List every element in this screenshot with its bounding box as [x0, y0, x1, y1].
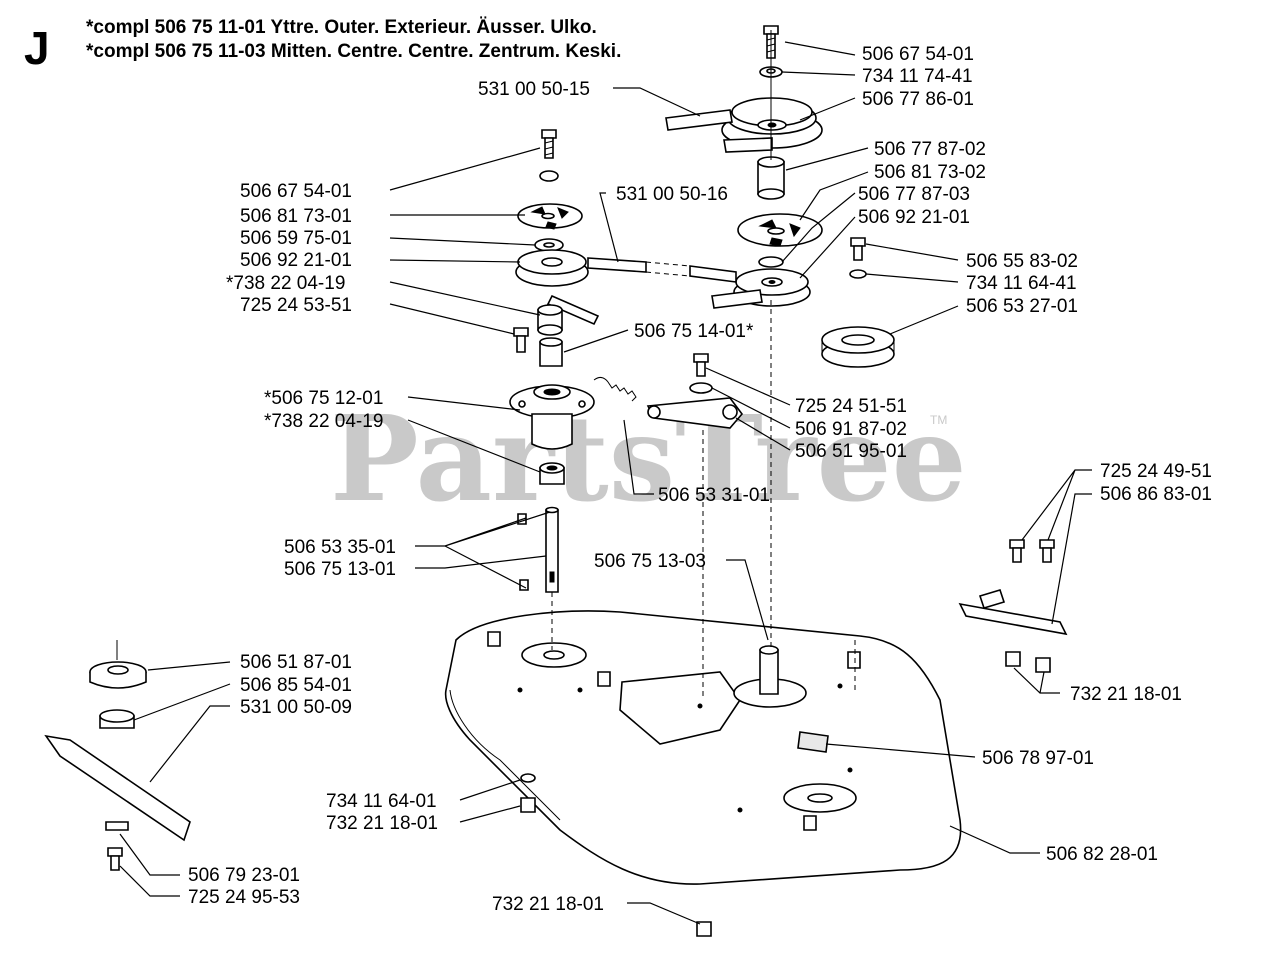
blade-adapter-icon: [89, 661, 147, 689]
right-washer-icon: [849, 269, 867, 279]
part-label[interactable]: *506 75 12-01: [264, 388, 383, 409]
part-label[interactable]: 506 53 35-01: [284, 537, 396, 558]
bracket-icon: [958, 589, 1068, 636]
part-label[interactable]: 734 11 64-41: [966, 273, 1077, 294]
small-bolt-icon: [513, 327, 529, 353]
part-label[interactable]: 506 51 87-01: [240, 652, 352, 673]
section-letter: J: [24, 22, 50, 74]
part-label[interactable]: 506 92 21-01: [858, 207, 970, 228]
part-label[interactable]: 725 24 53-51: [240, 295, 352, 316]
belt-middle-right-icon: [689, 265, 737, 283]
idler-arm-icon: [646, 397, 744, 429]
left-pulley-icon: [515, 249, 589, 287]
part-labels: 506 67 54-01 734 11 74-41 531 00 50-15 5…: [188, 44, 1212, 915]
part-label[interactable]: 506 53 27-01: [966, 296, 1078, 317]
part-label[interactable]: 506 75 13-01: [284, 559, 396, 580]
blade-hub-icon: [99, 709, 135, 729]
part-label[interactable]: 506 67 54-01: [240, 181, 352, 202]
part-label[interactable]: 506 79 23-01: [188, 865, 300, 886]
idler-bolt-icon: [693, 353, 709, 377]
left-bearing-lower-icon: [537, 304, 563, 336]
blade-icon: [44, 734, 191, 842]
drawings: [44, 25, 1068, 937]
left-washer-icon: [539, 170, 559, 182]
bearing-housing-icon: [509, 384, 595, 450]
part-label[interactable]: *738 22 04-19: [264, 411, 383, 432]
fan-right-icon: [737, 213, 823, 247]
part-label[interactable]: 531 00 50-15: [478, 79, 590, 100]
left-bolt-icon: [541, 129, 557, 159]
blade-washer-icon: [105, 821, 129, 831]
part-label[interactable]: 506 75 13-03: [594, 551, 706, 572]
watermark-tm: TM: [930, 413, 947, 427]
assembly-title-centre: *compl 506 75 11-03 Mitten. Centre. Cent…: [86, 41, 621, 62]
bearing-right-icon: [758, 256, 784, 268]
part-label[interactable]: 506 55 83-02: [966, 251, 1078, 272]
part-label[interactable]: 506 91 87-02: [795, 419, 907, 440]
part-label[interactable]: 506 51 95-01: [795, 441, 907, 462]
lower-bearing-icon: [539, 462, 565, 485]
part-label[interactable]: 506 85 54-01: [240, 675, 352, 696]
blade-bolt-icon: [107, 847, 123, 871]
part-label[interactable]: 506 86 83-01: [1100, 484, 1212, 505]
left-spacer-icon: [539, 337, 563, 367]
part-label[interactable]: 506 92 21-01: [240, 250, 352, 271]
idler-pulley-icon: [821, 326, 895, 368]
deck-washer-icon: [520, 773, 536, 783]
bracket-bolt-right-icon: [1039, 539, 1055, 563]
part-label[interactable]: 531 00 50-09: [240, 697, 352, 718]
part-label[interactable]: 734 11 64-01: [326, 791, 437, 812]
spacer-icon: [757, 156, 785, 200]
part-label[interactable]: 732 21 18-01: [326, 813, 438, 834]
right-idler-bolt-icon: [850, 237, 866, 261]
part-label[interactable]: 531 00 50-16: [616, 184, 728, 205]
bracket-nut-right-icon: [1035, 657, 1051, 673]
part-label[interactable]: *738 22 04-19: [226, 273, 345, 294]
part-label[interactable]: 506 77 86-01: [862, 89, 974, 110]
part-label[interactable]: 506 77 87-03: [858, 184, 970, 205]
part-label[interactable]: 734 11 74-41: [862, 66, 973, 87]
part-label[interactable]: 506 77 87-02: [874, 139, 986, 160]
belt-lower-right-icon: [711, 289, 763, 309]
belt-upper-icon: [665, 109, 773, 153]
belt-lower-left-icon: [546, 294, 600, 326]
spring-icon: [593, 376, 637, 402]
part-label[interactable]: 732 21 18-01: [492, 894, 604, 915]
part-label[interactable]: 506 78 97-01: [982, 748, 1094, 769]
part-label[interactable]: 506 53 31-01: [658, 485, 770, 506]
bracket-bolt-left-icon: [1009, 539, 1025, 563]
fan-left-icon: [517, 203, 583, 230]
part-label[interactable]: 506 75 14-01*: [634, 321, 754, 342]
shaft-icon: [545, 506, 559, 593]
part-label[interactable]: 506 81 73-01: [240, 206, 352, 227]
top-pulley-icon: [721, 97, 823, 149]
bottom-nut-icon: [696, 921, 712, 937]
part-label[interactable]: 725 24 95-53: [188, 887, 300, 908]
assembly-title-outer: *compl 506 75 11-01 Yttre. Outer. Exteri…: [86, 17, 597, 38]
part-label[interactable]: 732 21 18-01: [1070, 684, 1182, 705]
part-label[interactable]: 725 24 51-51: [795, 396, 907, 417]
part-label[interactable]: 506 59 75-01: [240, 228, 352, 249]
part-label[interactable]: 506 82 28-01: [1046, 844, 1158, 865]
part-label[interactable]: 725 24 49-51: [1100, 461, 1212, 482]
deck-nut-icon: [520, 797, 536, 813]
leader-lines: [119, 41, 1092, 925]
idler-washer-icon: [689, 382, 713, 394]
mower-deck-icon: [444, 610, 962, 885]
bracket-nut-left-icon: [1005, 651, 1021, 667]
part-label[interactable]: 506 81 73-02: [874, 162, 986, 183]
part-label[interactable]: 506 67 54-01: [862, 44, 974, 65]
